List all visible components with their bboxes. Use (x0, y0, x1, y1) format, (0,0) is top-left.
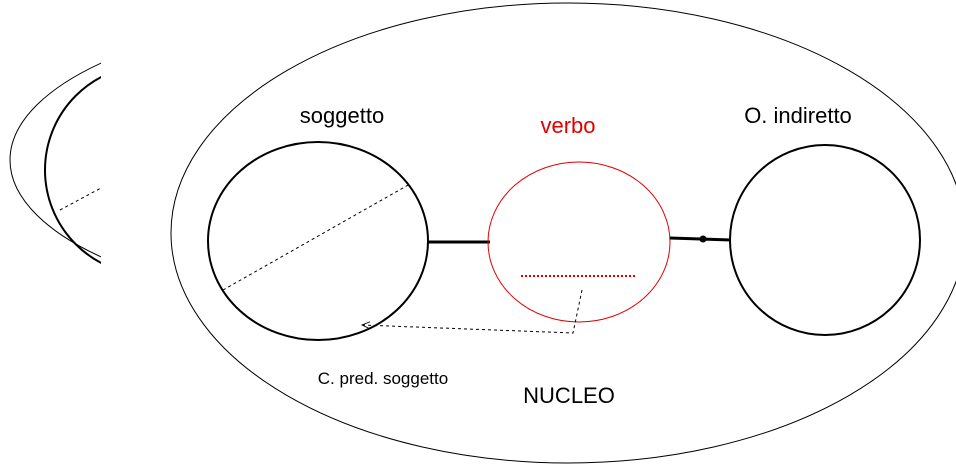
connector-dot (699, 235, 707, 243)
predicative-arrow (362, 289, 583, 334)
label-verbo: verbo (540, 113, 595, 138)
background-circle (44, 76, 101, 264)
label-soggetto: soggetto (300, 103, 384, 128)
background-dashed-line (59, 187, 101, 211)
background-diagram-fragment (9, 62, 101, 264)
o-indiretto-circle (729, 144, 921, 336)
soggetto-dashed-diameter (222, 183, 411, 291)
verbo-circle (487, 161, 671, 323)
label-o-indiretto: O. indiretto (744, 103, 852, 128)
background-outer-ellipse (9, 62, 101, 258)
label-c-pred-soggetto: C. pred. soggetto (318, 369, 448, 388)
soggetto-circle (207, 141, 429, 341)
nucleo-ellipse (170, 2, 956, 464)
label-nucleo: NUCLEO (523, 383, 615, 408)
